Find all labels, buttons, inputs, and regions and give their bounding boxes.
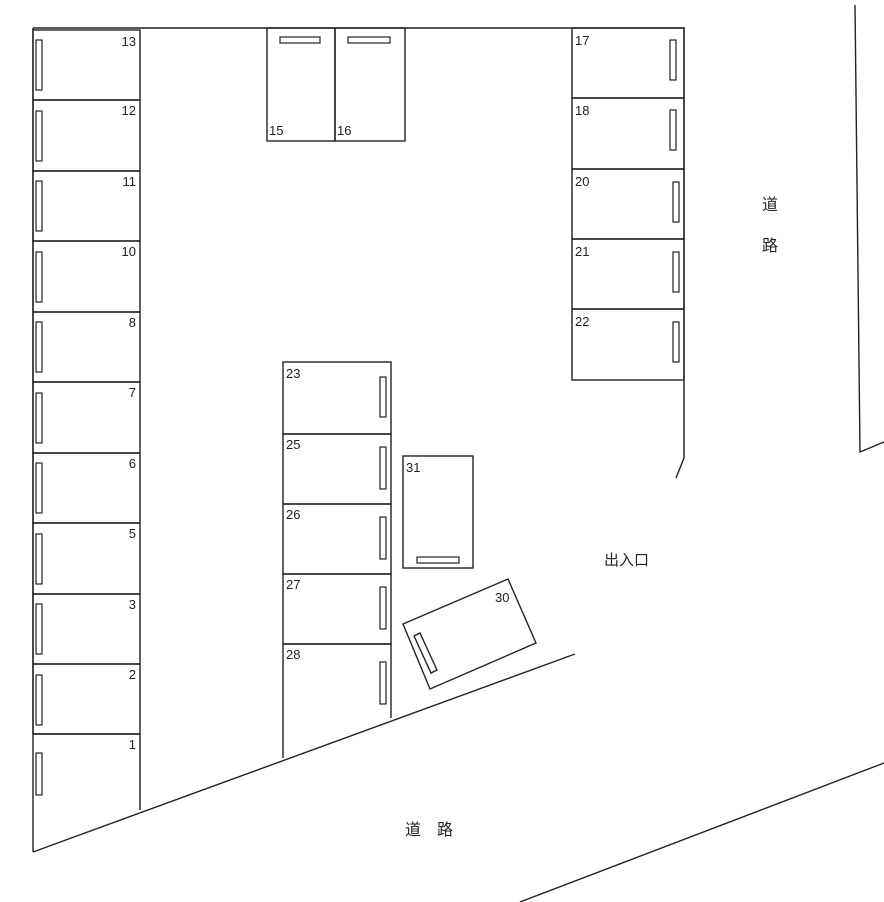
top-space-pair: 15 16 — [266, 27, 406, 142]
space-label: 26 — [286, 507, 300, 522]
wheel-stop — [416, 556, 460, 564]
space-label: 12 — [122, 103, 136, 118]
wheel-stop — [379, 446, 387, 490]
space-label: 16 — [337, 123, 351, 138]
space-label: 13 — [122, 34, 136, 49]
space-31: 31 — [402, 455, 474, 569]
space-label: 6 — [129, 456, 136, 471]
space-30: 30 — [402, 578, 537, 690]
space-label: 23 — [286, 366, 300, 381]
wheel-stop — [379, 376, 387, 418]
space-label: 15 — [269, 123, 283, 138]
space-label: 18 — [575, 103, 589, 118]
space-label: 28 — [286, 647, 300, 662]
wheel-stop — [35, 533, 43, 585]
space-label: 1 — [129, 737, 136, 752]
roads — [519, 4, 884, 902]
space-label: 31 — [406, 460, 420, 475]
wheel-stop — [379, 586, 387, 630]
middle-space-column: 23 25 26 27 28 — [282, 361, 392, 758]
left-space-column: 13 12 11 10 8 7 6 5 3 2 1 — [32, 29, 141, 810]
space-label: 11 — [123, 174, 137, 189]
space-label: 30 — [495, 590, 509, 605]
wheel-stop — [35, 39, 43, 91]
lot-boundary — [32, 27, 685, 853]
wheel-stop — [35, 180, 43, 232]
wheel-stop — [35, 752, 43, 796]
entrance-label: 出入口 — [604, 551, 649, 569]
space-label: 17 — [575, 33, 589, 48]
space-label: 21 — [575, 244, 589, 259]
space-label: 3 — [129, 597, 136, 612]
road-label-bottom: 道 路 — [405, 820, 453, 839]
right-space-column: 17 18 20 21 22 — [571, 27, 685, 381]
wheel-stop — [35, 392, 43, 444]
road-label-right-bottom: 路 — [762, 236, 778, 255]
wheel-stop — [35, 462, 43, 514]
space-label: 27 — [286, 577, 300, 592]
space-label: 8 — [129, 315, 136, 330]
space-label: 5 — [129, 526, 136, 541]
wheel-stop — [413, 632, 438, 674]
wheel-stop — [672, 251, 680, 293]
wheel-stop — [35, 110, 43, 162]
wheel-stop — [35, 603, 43, 655]
space-label: 25 — [286, 437, 300, 452]
space-label: 7 — [129, 385, 136, 400]
wheel-stop — [35, 674, 43, 726]
wheel-stop — [35, 251, 43, 303]
space-label: 10 — [122, 244, 136, 259]
wheel-stop — [669, 39, 677, 81]
wheel-stop — [35, 321, 43, 373]
wheel-stop — [347, 36, 391, 44]
wheel-stop — [279, 36, 321, 44]
road-label-right-top: 道 — [762, 195, 778, 214]
wheel-stop — [379, 661, 387, 705]
wheel-stop — [379, 516, 387, 560]
wheel-stop — [672, 181, 680, 223]
space-label: 20 — [575, 174, 589, 189]
wheel-stop — [669, 109, 677, 151]
space-label: 22 — [575, 314, 589, 329]
space-label: 2 — [129, 667, 136, 682]
wheel-stop — [672, 321, 680, 363]
